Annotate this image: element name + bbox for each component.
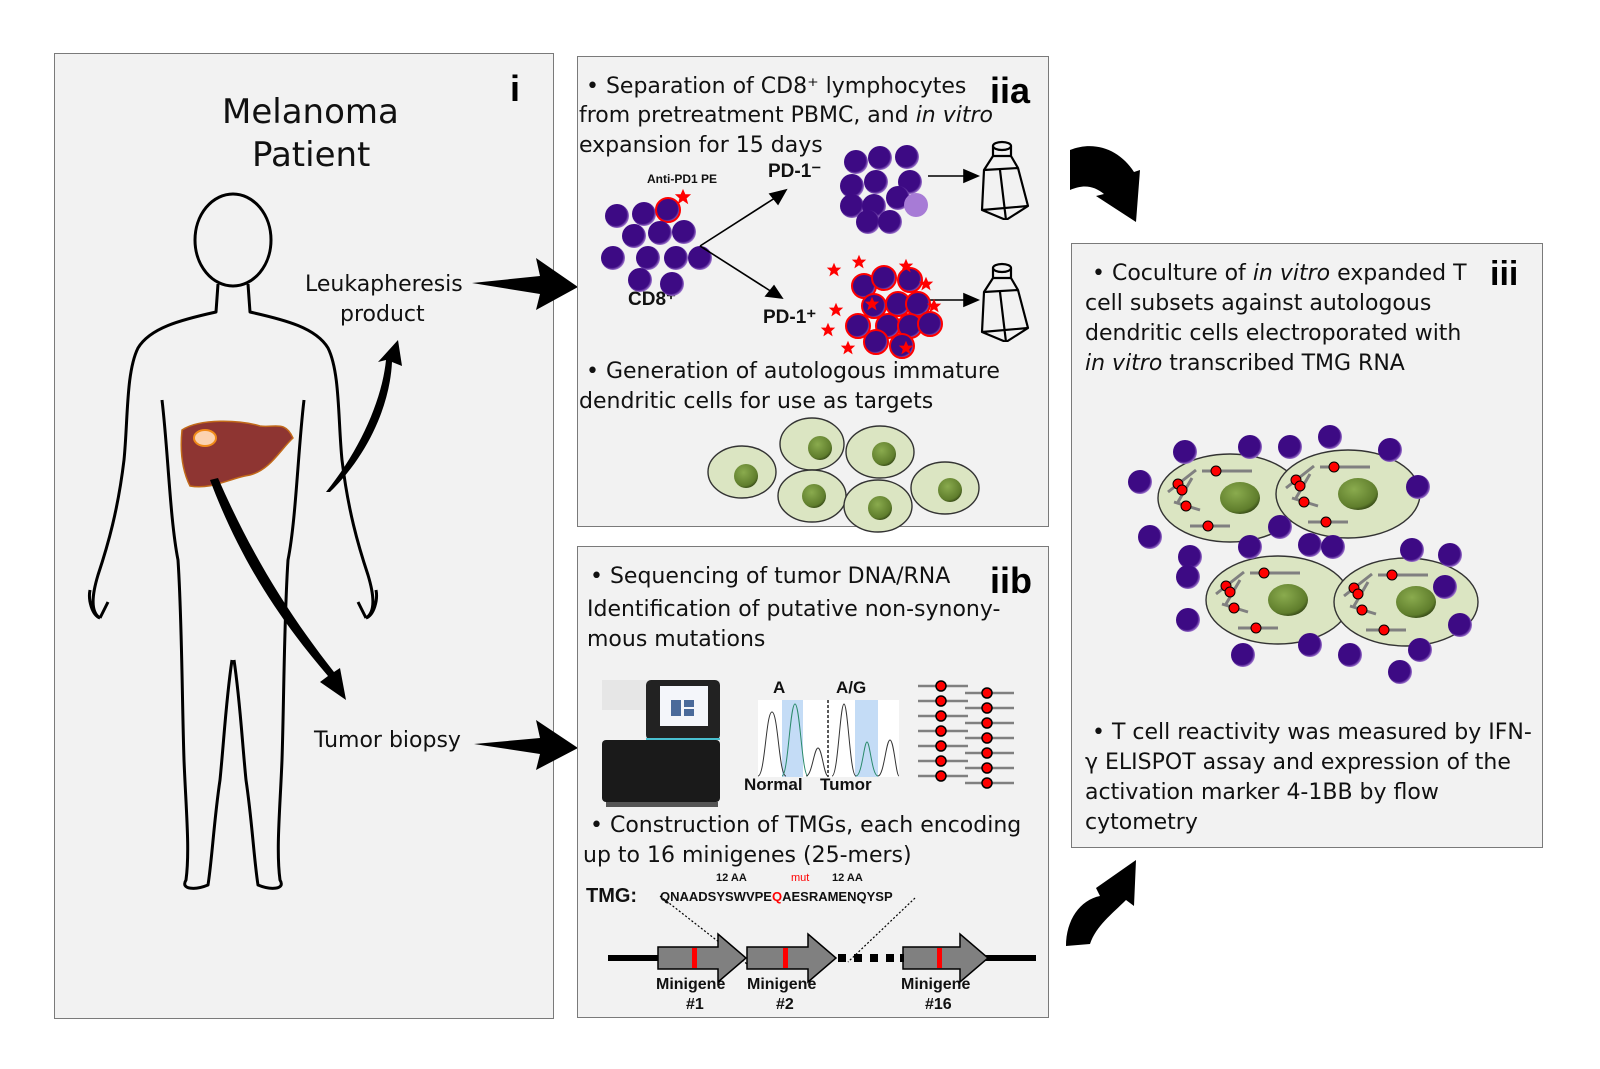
leukapheresis-label-line2: product (340, 302, 425, 327)
chrom-normal-label: Normal (744, 775, 803, 794)
leukapheresis-label-line1: Leukapheresis (305, 272, 463, 297)
iii-bullet1-line3: dendritic cells electroporated with (1085, 321, 1462, 346)
minigene-2-name: Minigene (747, 976, 817, 993)
anti-pd1-label: Anti-PD1 PE (647, 172, 718, 186)
iii-bullet1-line4: in vitro transcribed TMG RNA (1085, 349, 1405, 379)
minigene-16-arrow-icon (902, 932, 990, 984)
minigene-1-name: Minigene (656, 976, 726, 993)
flank-right-label: 12 AA (832, 872, 863, 884)
iia-text-plain: from pretreatment PBMC, and (579, 103, 916, 128)
cd8-cell-cluster-icon (601, 188, 712, 296)
iii-bullet1-line1: • Coculture of in vitro expanded T (1092, 259, 1467, 289)
iii-text-plain: • Coculture of (1092, 261, 1253, 286)
tmg-sequence: QNAADSYSWVPEQAESRAMENQYSP (660, 889, 893, 904)
iia-bullet1-line2: from pretreatment PBMC, and in vitro (579, 101, 993, 131)
patient-title-line1: Melanoma (222, 92, 399, 132)
leukapheresis-arrow-icon (472, 258, 578, 310)
pd1-negative-label: PD-1⁻ (768, 161, 822, 182)
panel-iib-label: iib (990, 560, 1032, 601)
iia-bullet1-line3: expansion for 15 days (579, 133, 823, 158)
iib-bullet1-line3: mous mutations (587, 627, 766, 652)
iib-bullet1-line2: Identification of putative non-synony- (587, 597, 1001, 622)
flank-left-label: 12 AA (716, 872, 747, 884)
iii-text-italic: in vitro (1252, 261, 1331, 286)
iii-bullet1-line2: cell subsets against autologous (1085, 291, 1432, 316)
tmg-label: TMG: (586, 885, 638, 907)
chromatogram-icon (757, 700, 900, 777)
iii-bullet2-line1: • T cell reactivity was measured by IFN- (1092, 720, 1532, 745)
pd1-positive-cluster-icon (845, 265, 943, 359)
iia-text-italic: in vitro (915, 103, 993, 128)
sequencer-instrument-icon (602, 680, 720, 807)
tmg-construct-icon (608, 895, 1036, 984)
biopsy-curved-arrow-icon (210, 478, 346, 700)
leukapheresis-curved-arrow-icon (326, 340, 402, 492)
minigene-16-num: #16 (925, 996, 952, 1013)
patient-title-line2: Patient (252, 135, 371, 175)
minigene-2-num: #2 (776, 996, 794, 1013)
seq-flank-right: AESRAMENQYSP (782, 889, 893, 904)
iii-bullet2-line2: γ ELISPOT assay and expression of the (1085, 750, 1511, 775)
iii-text-italic-2: in vitro (1085, 351, 1163, 376)
panel-i-patient (54, 53, 554, 1019)
panel-iia-label: iia (990, 70, 1031, 111)
immature-dendritic-cells-icon (707, 417, 980, 533)
iia-bullet2-line1: • Generation of autologous immature (586, 359, 1000, 384)
iii-bullet2-line3: activation marker 4-1BB by flow (1085, 780, 1439, 805)
t-cells-icon (1128, 425, 1472, 684)
iii-text-plain-2: expanded T (1330, 261, 1467, 286)
branch-arrows-icon (699, 168, 981, 308)
iia-bullet2-line2: dendritic cells for use as targets (579, 389, 934, 414)
chrom-normal-base: A (773, 678, 786, 697)
iii-bullet2-line4: cytometry (1085, 810, 1198, 835)
pd1-positive-label: PD-1⁺ (763, 307, 817, 328)
panel-iii-label: iii (1490, 255, 1519, 293)
liver-tumor-icon (180, 420, 294, 488)
pd1-negative-cluster-icon (840, 145, 928, 234)
curved-arrow-iib-to-iii-icon (1066, 860, 1136, 946)
mutation-dots-icon (935, 680, 993, 789)
iia-bullet1-line1: • Separation of CD8⁺ lymphocytes (586, 74, 967, 99)
human-body-outline-icon (88, 192, 378, 890)
tumor-biopsy-label: Tumor biopsy (314, 728, 461, 753)
seq-flank-left: QNAADSYSWVPE (660, 889, 772, 904)
chrom-tumor-base: A/G (836, 678, 867, 697)
panel-i-label: i (510, 68, 521, 109)
iii-text-plain-3: transcribed TMG RNA (1162, 351, 1405, 376)
curved-arrow-iia-to-iii-icon (1070, 146, 1140, 222)
minigene-2-arrow-icon (746, 932, 838, 984)
minigene-16-name: Minigene (901, 976, 971, 993)
biopsy-arrow-icon (474, 720, 578, 770)
iib-bullet2-line1: • Construction of TMGs, each encoding (590, 813, 1022, 838)
minigene-1-arrow-icon (657, 932, 748, 984)
mutation-label: mut (791, 872, 810, 884)
cd8-label: CD8⁺ (628, 289, 677, 310)
iib-bullet1-line1: • Sequencing of tumor DNA/RNA (590, 564, 951, 589)
minigene-1-num: #1 (686, 996, 704, 1013)
chrom-tumor-label: Tumor (820, 775, 872, 794)
iib-bullet2-line2: up to 16 minigenes (25-mers) (583, 843, 912, 868)
seq-mutant-residue: Q (771, 889, 783, 904)
